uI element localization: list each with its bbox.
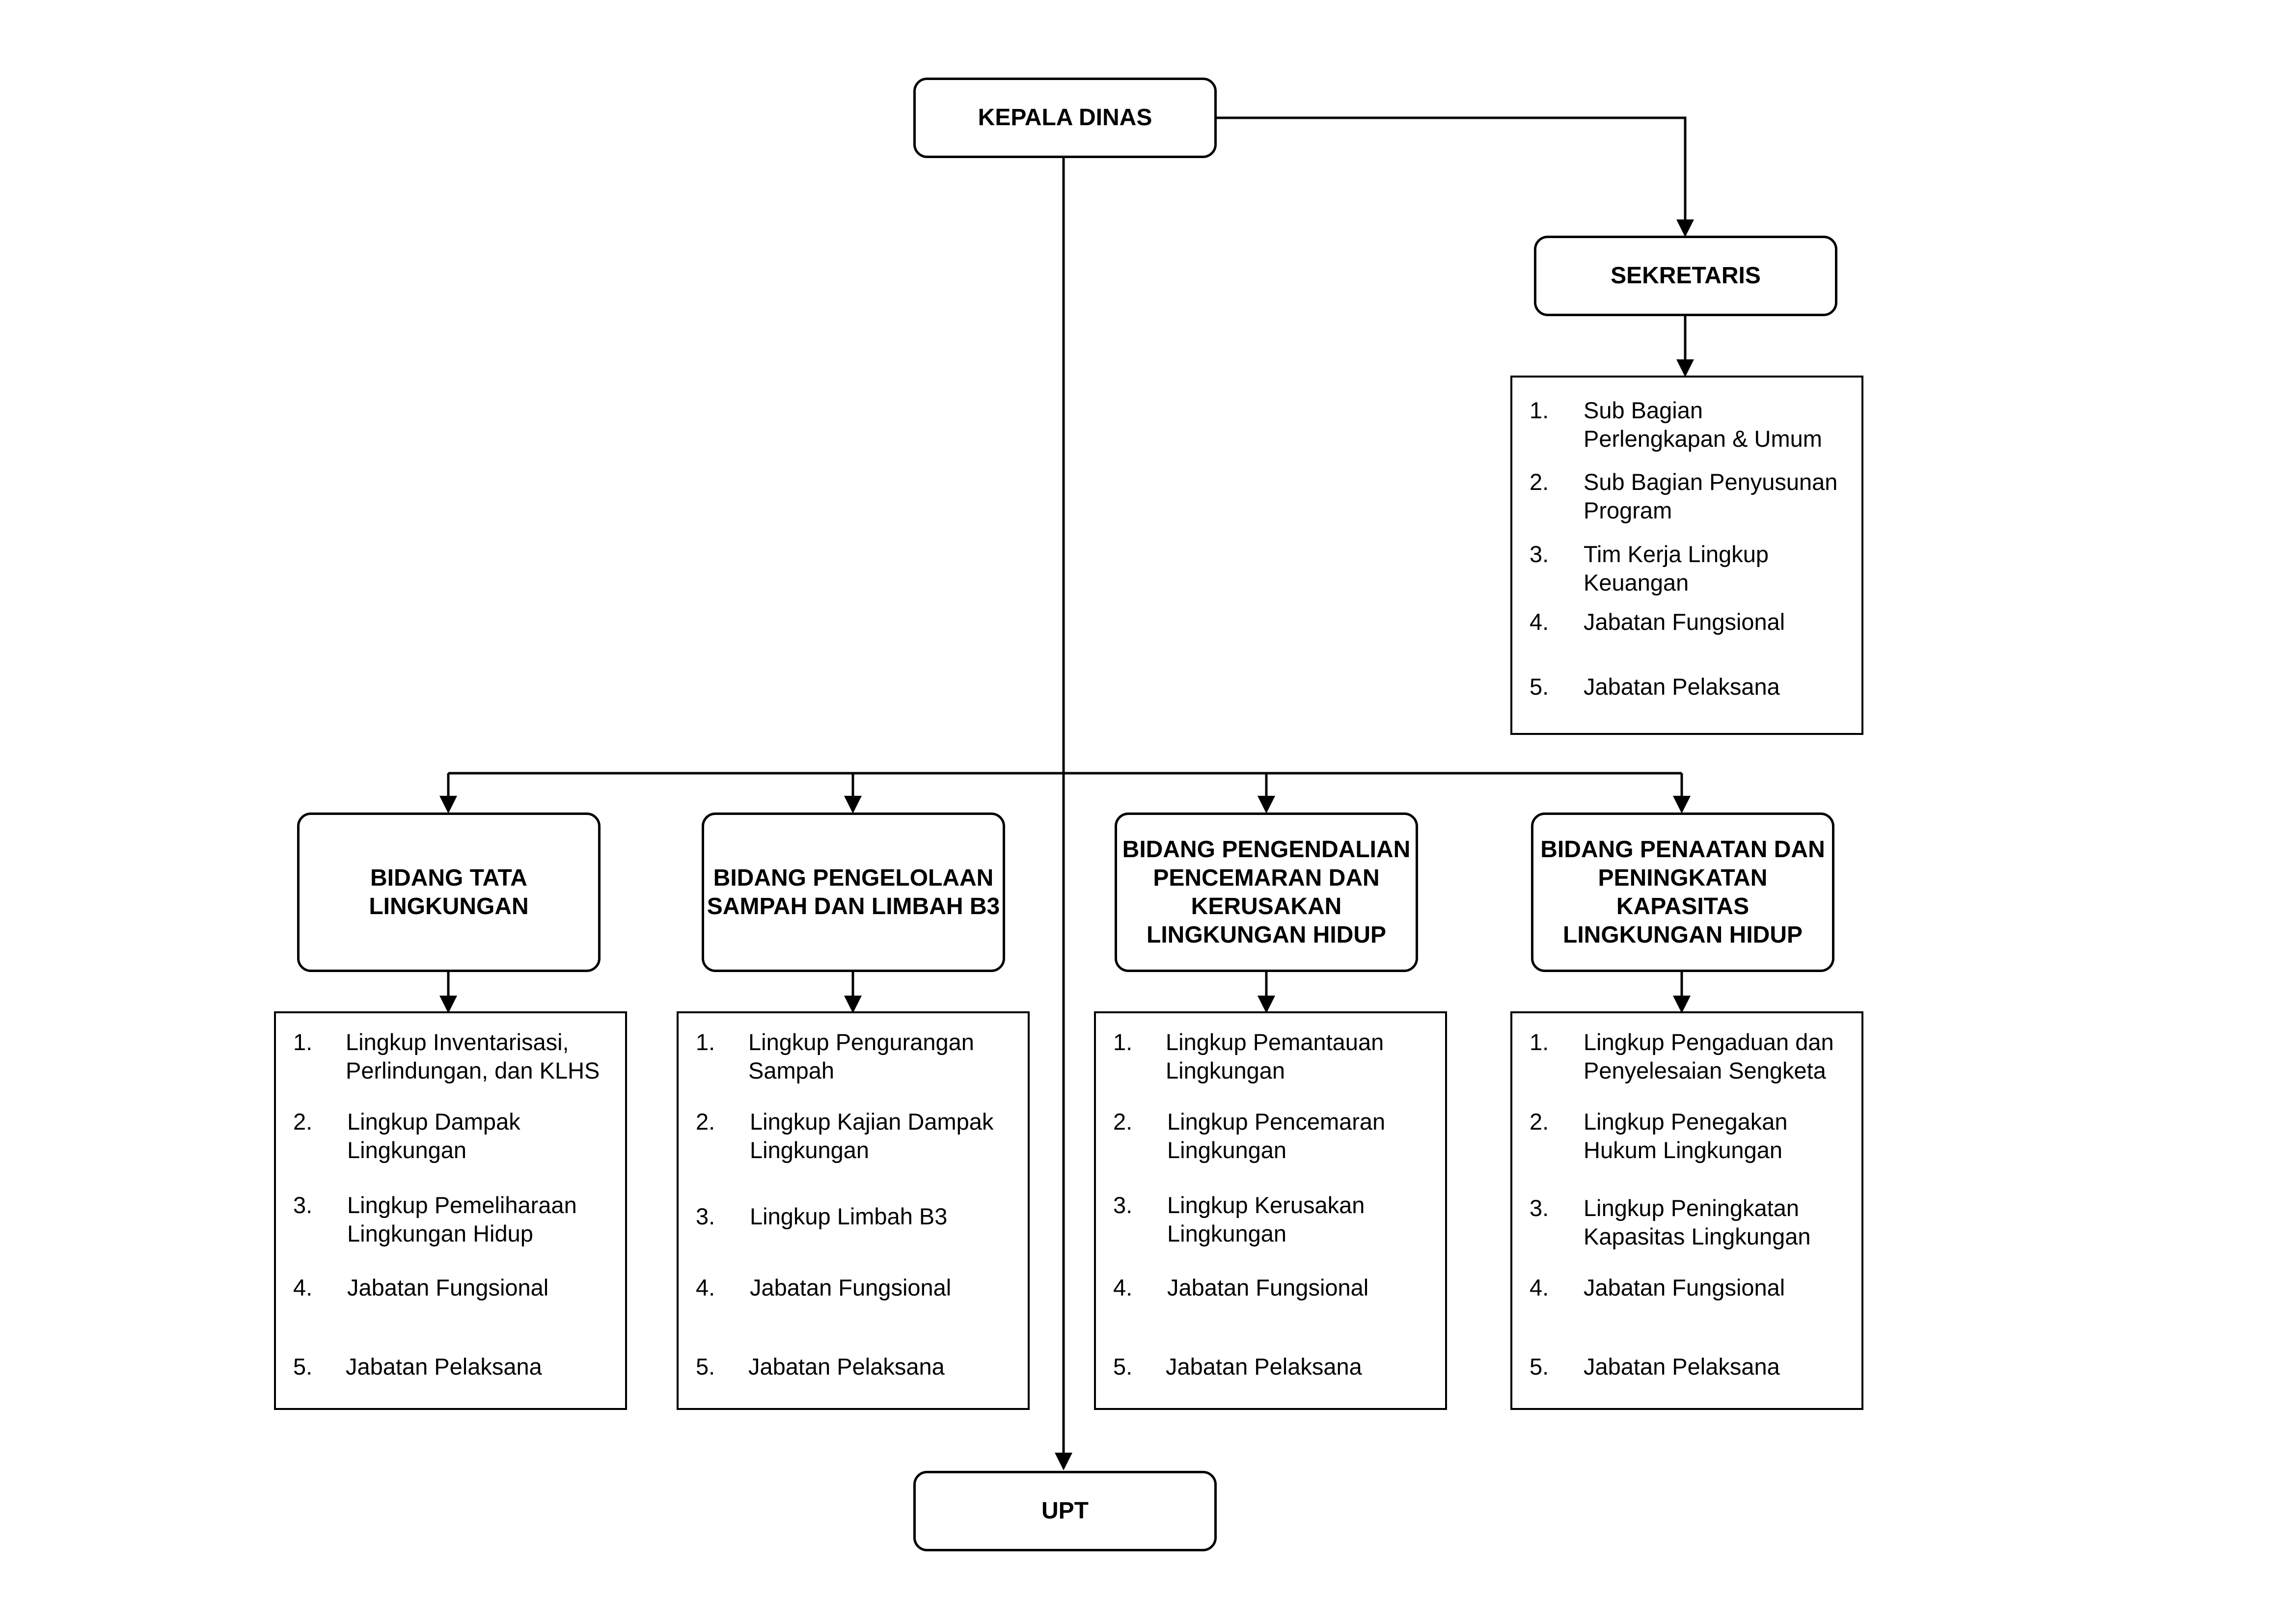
- list-number: 5.: [696, 1353, 715, 1380]
- list-number: 2.: [1113, 1109, 1133, 1135]
- arrow-to-division-3: [1257, 796, 1275, 813]
- division-label: BIDANG PENAATAN DAN PENINGKATAN KAPASITA…: [1540, 836, 1825, 948]
- list-number: 5.: [1530, 1353, 1549, 1380]
- arrow-to-secretary: [1676, 219, 1694, 237]
- list-number: 3.: [293, 1192, 313, 1218]
- list-number: 2.: [1530, 1109, 1549, 1135]
- arrow-to-division-2: [844, 796, 862, 813]
- upt-node: UPT: [913, 1471, 1217, 1551]
- list-text: Lingkup Pemantauan Lingkungan: [1166, 1029, 1384, 1083]
- list-number: 4.: [1530, 1274, 1549, 1300]
- arrow-to-upt: [1055, 1453, 1072, 1470]
- list-text: Jabatan Pelaksana: [1584, 674, 1780, 700]
- arrow-to-division-1-list: [439, 996, 457, 1013]
- division-node-pengelolaan-sampah: BIDANG PENGELOLAAN SAMPAH DAN LIMBAH B3: [702, 812, 1005, 972]
- list-text: Lingkup Pengurangan Sampah: [748, 1029, 974, 1083]
- division-label: BIDANG PENGENDALIAN PENCEMARAN DAN KERUS…: [1122, 836, 1411, 948]
- list-text: Lingkup Pencemaran Lingkungan: [1167, 1109, 1386, 1163]
- list-text: Jabatan Pelaksana: [748, 1353, 945, 1380]
- division-list-tata-lingkungan: 1. Lingkup Inventarisasi, Perlindungan, …: [274, 1011, 627, 1410]
- arrow-to-division-4-list: [1673, 996, 1691, 1013]
- list-text: Lingkup Limbah B3: [750, 1203, 948, 1229]
- list-number: 1.: [1113, 1029, 1133, 1055]
- arrow-to-division-1: [439, 796, 457, 813]
- division-list-penaatan-peningkatan: 1. Lingkup Pengaduan dan Penyelesaian Se…: [1510, 1011, 1863, 1410]
- list-text: Jabatan Fungsional: [750, 1274, 952, 1300]
- list-number: 4.: [696, 1274, 715, 1300]
- division-label: BIDANG PENGELOLAAN SAMPAH DAN LIMBAH B3: [707, 865, 1000, 920]
- arrow-to-division-3-list: [1257, 996, 1275, 1013]
- arrow-to-secretary-list: [1676, 359, 1694, 377]
- list-number: 3.: [1530, 1195, 1549, 1221]
- arrow-to-division-2-list: [844, 996, 862, 1013]
- secretary-list: 1. Sub Bagian Perlengkapan & Umum 2. Sub…: [1510, 376, 1863, 735]
- arrow-to-division-4: [1673, 796, 1691, 813]
- list-text: Jabatan Pelaksana: [1584, 1353, 1780, 1380]
- list-number: 4.: [1113, 1274, 1133, 1300]
- division-node-penaatan-peningkatan: BIDANG PENAATAN DAN PENINGKATAN KAPASITA…: [1531, 812, 1834, 972]
- list-text: Lingkup Pemeliharaan Lingkungan Hidup: [347, 1192, 577, 1246]
- list-text: Jabatan Pelaksana: [1166, 1353, 1362, 1380]
- list-number: 1.: [293, 1029, 313, 1055]
- list-text: Jabatan Fungsional: [1584, 609, 1785, 635]
- division-list-pengelolaan-sampah: 1. Lingkup Pengurangan Sampah 2. Lingkup…: [677, 1011, 1030, 1410]
- upt-label: UPT: [1041, 1498, 1089, 1524]
- list-number: 3.: [1530, 541, 1549, 567]
- connector-head-secretary: [1209, 116, 1687, 226]
- list-text: Lingkup Penegakan Hukum Lingkungan: [1584, 1109, 1788, 1163]
- list-number: 5.: [1530, 674, 1549, 700]
- list-text: Jabatan Fungsional: [1167, 1274, 1369, 1300]
- head-label: KEPALA DINAS: [978, 105, 1152, 131]
- list-number: 1.: [696, 1029, 715, 1055]
- list-number: 5.: [293, 1353, 313, 1380]
- list-text: Jabatan Fungsional: [1584, 1274, 1785, 1300]
- list-text: Lingkup Dampak Lingkungan: [347, 1109, 520, 1163]
- list-number: 3.: [1113, 1192, 1133, 1218]
- list-number: 1.: [1530, 1029, 1549, 1055]
- list-number: 4.: [1530, 609, 1549, 635]
- division-node-tata-lingkungan: BIDANG TATA LINGKUNGAN: [297, 812, 601, 972]
- secretary-node: SEKRETARIS: [1534, 236, 1837, 316]
- list-number: 5.: [1113, 1353, 1133, 1380]
- list-text: Jabatan Fungsional: [347, 1274, 549, 1300]
- division-list-pengendalian-pencemaran: 1. Lingkup Pemantauan Lingkungan 2. Ling…: [1094, 1011, 1447, 1410]
- list-text: Lingkup Kerusakan Lingkungan: [1167, 1192, 1365, 1246]
- list-text: Tim Kerja Lingkup Keuangan: [1584, 541, 1769, 595]
- head-node: KEPALA DINAS: [913, 78, 1217, 158]
- division-label: BIDANG TATA LINGKUNGAN: [369, 865, 529, 920]
- list-number: 3.: [696, 1203, 715, 1229]
- list-text: Jabatan Pelaksana: [346, 1353, 542, 1380]
- list-text: Sub Bagian Perlengkapan & Umum: [1584, 397, 1822, 452]
- list-text: Lingkup Peningkatan Kapasitas Lingkungan: [1584, 1195, 1811, 1249]
- division-node-pengendalian-pencemaran: BIDANG PENGENDALIAN PENCEMARAN DAN KERUS…: [1115, 812, 1418, 972]
- list-text: Sub Bagian Penyusunan Program: [1584, 469, 1838, 523]
- list-text: Lingkup Pengaduan dan Penyelesaian Sengk…: [1584, 1029, 1834, 1083]
- secretary-label: SEKRETARIS: [1611, 263, 1761, 289]
- list-text: Lingkup Inventarisasi, Perlindungan, dan…: [346, 1029, 600, 1083]
- list-text: Lingkup Kajian Dampak Lingkungan: [750, 1109, 994, 1163]
- list-number: 2.: [696, 1109, 715, 1135]
- list-number: 4.: [293, 1274, 313, 1300]
- list-number: 2.: [293, 1109, 313, 1135]
- list-number: 2.: [1530, 469, 1549, 495]
- list-number: 1.: [1530, 397, 1549, 423]
